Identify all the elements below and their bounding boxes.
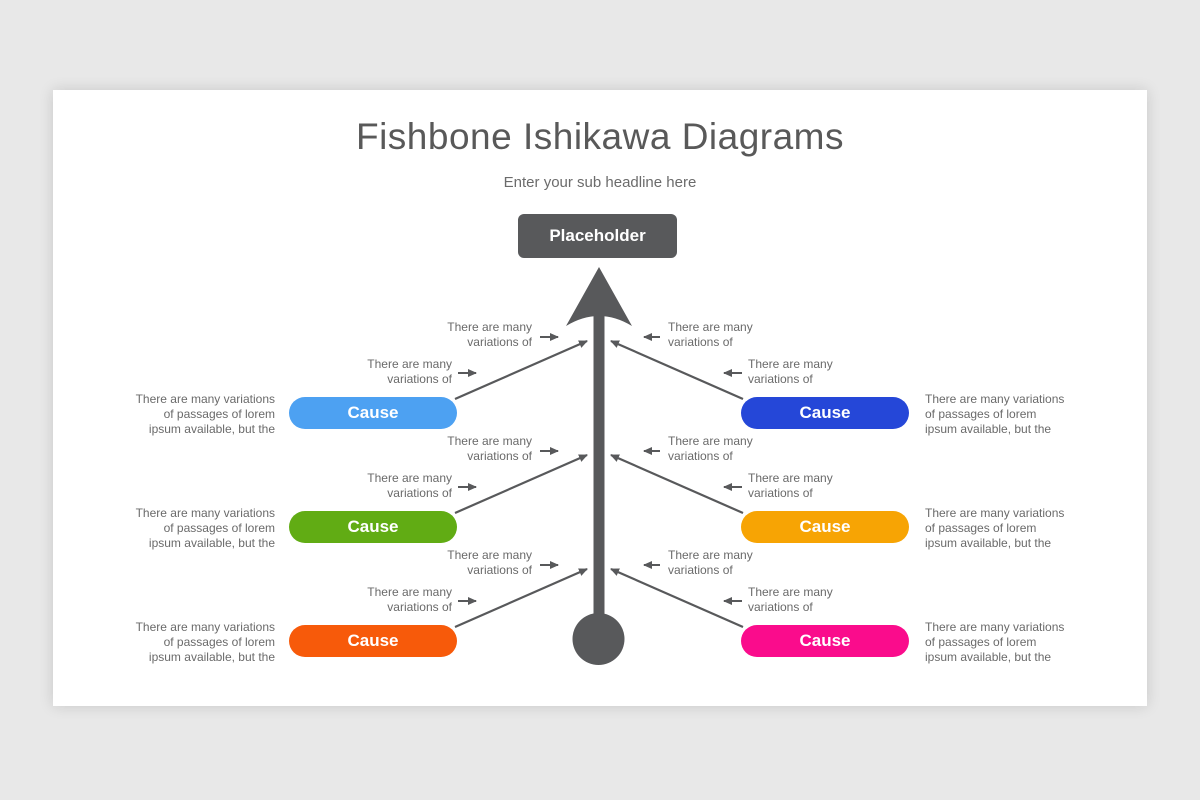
spine-tail-circle xyxy=(572,613,625,665)
sub-cause-line1: There are many xyxy=(748,585,833,599)
sub-cause-line1: There are many xyxy=(668,434,753,448)
bone-left-middle xyxy=(454,453,588,515)
side-note-line2: of passages of lorem xyxy=(925,635,1037,649)
sub-cause-line2: variations of xyxy=(387,486,452,500)
sub-cause-line1: There are many xyxy=(367,357,452,371)
sub-cause-label: There are many variations of xyxy=(748,585,873,615)
side-note-line3: ipsum available, but the xyxy=(148,422,275,436)
sub-cause-label: There are many variations of xyxy=(407,548,532,578)
cause-pill-left-top: Cause xyxy=(289,397,457,429)
sub-cause-arrows xyxy=(458,333,742,605)
cause-side-note: There are many variations of passages of… xyxy=(925,620,1080,665)
side-note-line3: ipsum available, but the xyxy=(148,650,275,664)
bone-right-bottom xyxy=(610,567,744,629)
sub-cause-label: There are many variations of xyxy=(407,434,532,464)
sub-cause-line2: variations of xyxy=(748,486,813,500)
sub-cause-line1: There are many xyxy=(668,320,753,334)
sub-cause-label: There are many variations of xyxy=(327,585,452,615)
cause-side-note: There are many variations of passages of… xyxy=(120,392,275,437)
cause-side-note: There are many variations of passages of… xyxy=(120,506,275,551)
side-note-line2: of passages of lorem xyxy=(163,407,275,421)
side-note-line1: There are many variations xyxy=(925,392,1065,406)
slide-title: Fishbone Ishikawa Diagrams xyxy=(355,116,845,157)
sub-cause-line1: There are many xyxy=(447,434,532,448)
sub-cause-line2: variations of xyxy=(467,563,532,577)
sub-cause-line1: There are many xyxy=(668,548,753,562)
side-note-line3: ipsum available, but the xyxy=(148,536,275,550)
sub-cause-label: There are many variations of xyxy=(668,434,793,464)
sub-cause-line2: variations of xyxy=(387,372,452,386)
sub-cause-label: There are many variations of xyxy=(748,357,873,387)
sub-cause-line1: There are many xyxy=(367,585,452,599)
bones xyxy=(454,339,744,629)
spine xyxy=(566,267,632,665)
sub-cause-line1: There are many xyxy=(748,471,833,485)
sub-cause-label: There are many variations of xyxy=(668,548,793,578)
sub-cause-line2: variations of xyxy=(467,335,532,349)
side-note-line3: ipsum available, but the xyxy=(925,650,1052,664)
side-note-line1: There are many variations xyxy=(135,506,275,520)
sub-cause-line1: There are many xyxy=(447,548,532,562)
side-note-line1: There are many variations xyxy=(135,620,275,634)
bone-right-middle xyxy=(610,453,744,515)
sub-cause-line2: variations of xyxy=(668,449,733,463)
cause-pill-right-middle: Cause xyxy=(741,511,909,543)
cause-pill-left-middle: Cause xyxy=(289,511,457,543)
sub-cause-label: There are many variations of xyxy=(327,357,452,387)
sub-cause-line1: There are many xyxy=(367,471,452,485)
cause-side-note: There are many variations of passages of… xyxy=(120,620,275,665)
side-note-line1: There are many variations xyxy=(925,506,1065,520)
sub-cause-label: There are many variations of xyxy=(407,320,532,350)
slide-subtitle: Enter your sub headline here xyxy=(503,174,697,191)
sub-cause-line1: There are many xyxy=(748,357,833,371)
side-note-line2: of passages of lorem xyxy=(925,407,1037,421)
cause-pill-right-bottom: Cause xyxy=(741,625,909,657)
fishbone-spine-graphic xyxy=(454,267,744,665)
cause-pill-left-bottom: Cause xyxy=(289,625,457,657)
sub-cause-label: There are many variations of xyxy=(327,471,452,501)
sub-cause-line2: variations of xyxy=(668,563,733,577)
problem-placeholder-box: Placeholder xyxy=(518,214,677,258)
bone-left-top xyxy=(454,339,588,401)
sub-cause-line2: variations of xyxy=(748,372,813,386)
slide: Fishbone Ishikawa Diagrams Enter your su… xyxy=(53,90,1147,706)
sub-cause-line2: variations of xyxy=(748,600,813,614)
cause-side-note: There are many variations of passages of… xyxy=(925,392,1080,437)
bone-right-top xyxy=(610,339,744,401)
cause-pill-right-top: Cause xyxy=(741,397,909,429)
side-note-line2: of passages of lorem xyxy=(163,521,275,535)
sub-cause-line2: variations of xyxy=(387,600,452,614)
side-note-line1: There are many variations xyxy=(135,392,275,406)
side-note-line1: There are many variations xyxy=(925,620,1065,634)
sub-cause-line2: variations of xyxy=(467,449,532,463)
side-note-line3: ipsum available, but the xyxy=(925,536,1052,550)
side-note-line2: of passages of lorem xyxy=(925,521,1037,535)
cause-side-note: There are many variations of passages of… xyxy=(925,506,1080,551)
sub-cause-line2: variations of xyxy=(668,335,733,349)
side-note-line2: of passages of lorem xyxy=(163,635,275,649)
sub-cause-label: There are many variations of xyxy=(668,320,793,350)
side-note-line3: ipsum available, but the xyxy=(925,422,1052,436)
sub-cause-label: There are many variations of xyxy=(748,471,873,501)
sub-cause-line1: There are many xyxy=(447,320,532,334)
spine-bar xyxy=(593,290,605,645)
bone-left-bottom xyxy=(454,567,588,629)
